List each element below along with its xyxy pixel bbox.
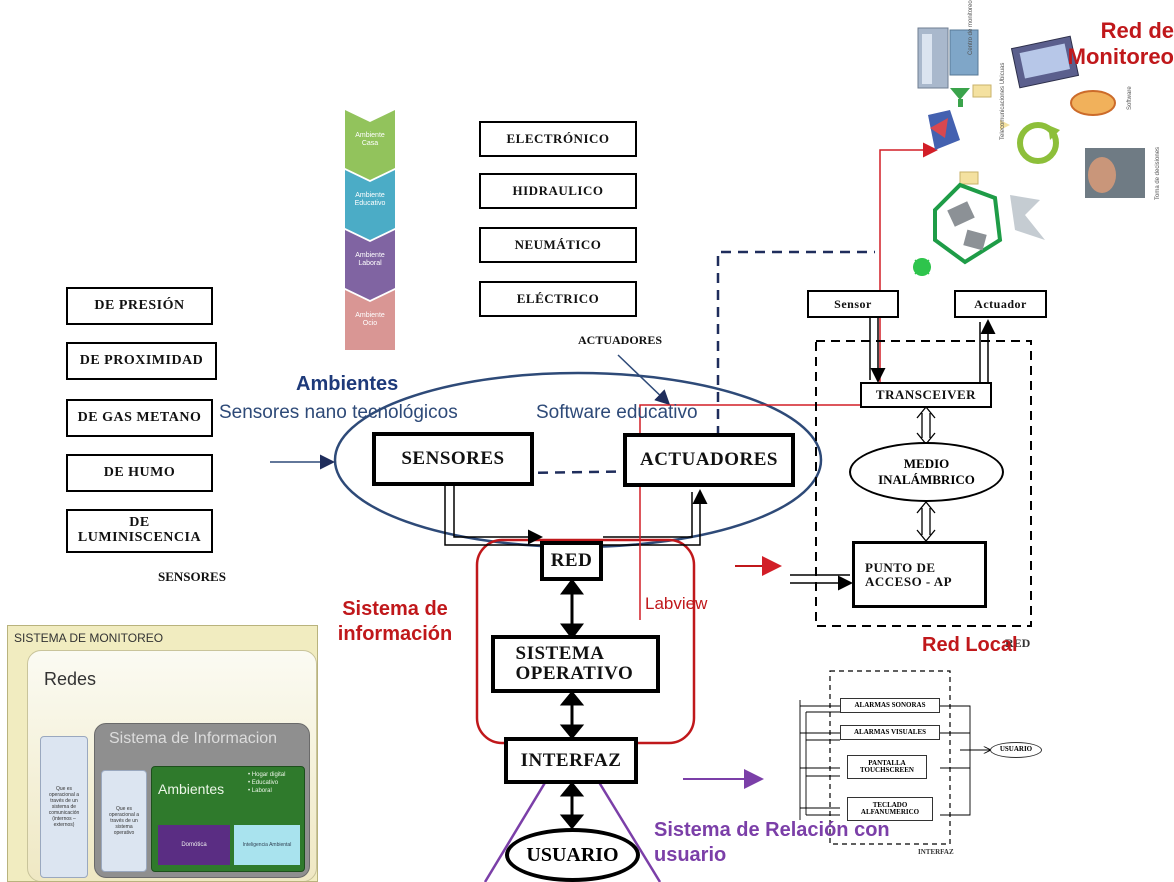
sensor-type-presion: DE PRESIÓN	[66, 287, 213, 325]
detail-teclado-label: TECLADO ALFANUMERICO	[860, 800, 920, 816]
monitoreo-rot-label-4: Telecomunicaciones Ubicuas	[1000, 62, 1006, 140]
monitoreo-rot-label-2: Software	[1127, 86, 1133, 110]
thumb-side-mid: Que es operacional a través de un sistem…	[101, 770, 147, 872]
actuator-type-hidraulico: HIDRAULICO	[479, 173, 637, 209]
actuators-caption: ACTUADORES	[578, 333, 663, 347]
interfaz-detail-frame	[829, 670, 951, 845]
punto-acceso-label: PUNTO DE ACCESO - AP	[865, 559, 953, 589]
thumb-redes-label: Redes	[44, 669, 97, 689]
medio-inalambrico-label: MEDIO INALÁMBRICO	[878, 456, 975, 487]
interfaz-small-label: INTERFAZ	[918, 848, 954, 856]
sensor-type-luminiscencia: DE LUMINISCENCIA	[66, 509, 213, 553]
actuator-feedback-dashed	[716, 250, 875, 470]
chevron-label: Ambiente Laboral	[355, 252, 385, 267]
sistema-operativo-label: SISTEMA OPERATIVO	[515, 643, 634, 684]
usuario-ellipse: USUARIO	[505, 828, 640, 882]
thumb-ambientes-panel: Ambientes • Hogar digital • Educativo • …	[151, 766, 305, 872]
red-so-double-arrow	[560, 578, 584, 640]
ambientes-title: Ambientes	[296, 373, 399, 395]
actuator-type-electrico: ELÉCTRICO	[479, 281, 637, 317]
software-pointer-arrow	[617, 354, 671, 406]
actuator-type-neumatico: NEUMÁTICO	[479, 227, 637, 263]
red-local-actuador: Actuador	[954, 290, 1047, 318]
monitoreo-rot-label-3: Toma de decisiones	[1155, 146, 1161, 200]
red-local-overlay: RED	[1005, 636, 1031, 650]
sistema-relacion-text: Sistema de Relación con usuario	[654, 819, 890, 866]
medio-inalambrico-ellipse: MEDIO INALÁMBRICO	[849, 442, 1004, 502]
so-interfaz-double-arrow	[559, 690, 585, 740]
monitoreo-rot-label-1: Centro de monitoreo	[968, 0, 974, 55]
sensor-type-humo: DE HUMO	[66, 454, 213, 492]
detail-usuario: USUARIO	[990, 742, 1042, 758]
detail-pantalla-label: PANTALLA TOUCHSCREEN	[860, 758, 914, 774]
sistema-informacion-text: Sistema de información	[337, 598, 453, 645]
thumb-ambientes-label: Ambientes	[158, 781, 225, 797]
red-monitoreo-text: Red de Monitoreo	[1067, 18, 1174, 70]
actuator-type-electronico: ELECTRÓNICO	[479, 121, 637, 157]
thumb-side-left: Que es operacional a través de un sistem…	[40, 736, 88, 878]
detail-alarmas-visuales: ALARMAS VISUALES	[840, 725, 940, 740]
red-to-actuadores-line	[603, 489, 708, 546]
interfaz-block: INTERFAZ	[504, 737, 638, 784]
thumb-domotica: Domótica	[158, 825, 230, 865]
actuadores-block: ACTUADORES	[623, 433, 795, 487]
sensores-to-red-line	[444, 485, 540, 546]
red-local-sensor: Sensor	[807, 290, 899, 318]
detail-teclado: TECLADO ALFANUMERICO	[847, 797, 933, 821]
sensors-caption: SENSORES	[158, 569, 226, 584]
labview-label: Labview	[645, 594, 708, 613]
detail-alarmas-sonoras: ALARMAS SONORAS	[840, 698, 940, 713]
red-local-frame	[815, 340, 1032, 627]
thumb-side-mid-text: Que es operacional a través de un sistem…	[108, 806, 140, 836]
red-monitoreo-label: Red de Monitoreo	[1040, 18, 1174, 71]
chevron-label: Ambiente Educativo	[354, 192, 386, 207]
monitoreo-thumbnail: SISTEMA DE MONITOREO Redes Que es operac…	[7, 625, 318, 882]
thumb-title: SISTEMA DE MONITOREO	[14, 631, 164, 645]
sistema-informacion-label: Sistema de información	[315, 597, 475, 647]
punto-acceso-block: PUNTO DE ACCESO - AP	[852, 541, 987, 608]
thumb-domotica-text: Domótica	[181, 842, 207, 848]
ambientes-right-caption: Software educativo	[536, 402, 698, 423]
thumb-bullets: • Hogar digital • Educativo • Laboral	[248, 772, 286, 795]
thumb-side-left-text: Que es operacional a través de un sistem…	[48, 786, 80, 828]
thumb-inteligencia-text: Inteligencia Ambiental	[242, 842, 292, 848]
ambientes-left-caption: Sensores nano tecnológicos	[219, 402, 458, 423]
red-local-label: Red Local	[922, 634, 1018, 656]
red-block: RED	[540, 541, 603, 581]
monitoring-network-graphic	[913, 27, 1145, 276]
thumb-sistema-label: Sistema de Informacion	[109, 730, 278, 747]
chevron-label: Ambiente Ocio	[355, 312, 385, 327]
thumb-inteligencia: Inteligencia Ambiental	[234, 825, 300, 865]
transceiver-block: TRANSCEIVER	[860, 382, 992, 408]
sensores-block: SENSORES	[372, 432, 534, 486]
thumb-redes-panel: Redes Que es operacional a través de un …	[27, 650, 317, 881]
interfaz-usuario-double-arrow	[559, 781, 585, 830]
thumb-sistema-panel: Sistema de Informacion Que es operaciona…	[94, 723, 310, 878]
sensor-type-proximidad: DE PROXIMIDAD	[66, 342, 217, 380]
sensor-type-gas-metano: DE GAS METANO	[66, 399, 213, 437]
ambiente-chevron-casa: Ambiente Casa	[345, 110, 395, 180]
interfaz-detail-connectors	[799, 700, 990, 820]
detail-pantalla-touchscreen: PANTALLA TOUCHSCREEN	[847, 755, 927, 779]
chevron-label: Ambiente Casa	[355, 132, 385, 147]
sistema-operativo-block: SISTEMA OPERATIVO	[491, 635, 660, 693]
sistema-relacion-label: Sistema de Relación con usuario	[654, 818, 914, 868]
